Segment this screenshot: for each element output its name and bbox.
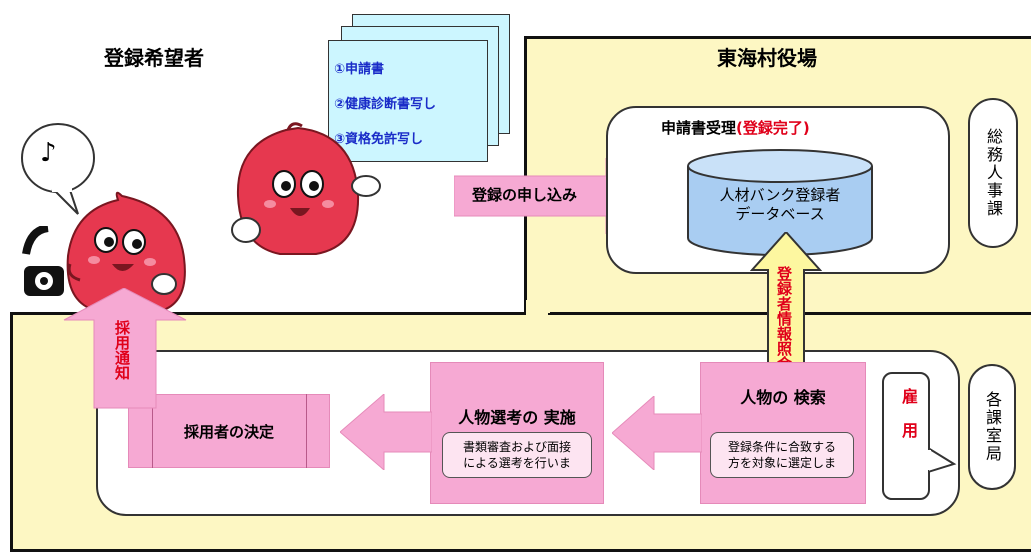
speech-bubble bbox=[21, 123, 95, 215]
database-label-line1: 人材バンク登録者 bbox=[719, 186, 841, 204]
employ-label: 雇用 bbox=[899, 388, 918, 456]
document-item-application: ①申請書 bbox=[334, 62, 385, 77]
database-label-line2: データベース bbox=[735, 205, 825, 223]
decision-step bbox=[128, 394, 330, 468]
village-title: 東海村役場 bbox=[717, 46, 817, 70]
panel-join bbox=[526, 300, 550, 330]
selection-description: 書類審査および面接 による選考を行いま bbox=[442, 432, 592, 478]
reception-status: (登録完了) bbox=[736, 119, 810, 137]
music-note-icon: ♪ bbox=[40, 138, 57, 168]
applicant-title: 登録希望者 bbox=[104, 46, 204, 70]
each-department-oval: 各課室局 bbox=[968, 364, 1016, 490]
hire-notice-arrow bbox=[63, 288, 187, 409]
selection-title: 人物選考の 実施 bbox=[458, 408, 576, 427]
search-to-selection-arrow bbox=[612, 396, 702, 470]
each-department-label: 各課室局 bbox=[983, 391, 1002, 463]
info-query-label: 登録者情報照会 bbox=[775, 266, 793, 371]
search-desc-line2: 方を対象に選定しま bbox=[727, 456, 836, 470]
document-item-license: ③資格免許写し bbox=[334, 132, 424, 147]
selection-desc-line2: による選考を行いま bbox=[463, 456, 571, 470]
sweet-potato-mascot-phone bbox=[66, 191, 186, 312]
search-title: 人物の 検索 bbox=[740, 388, 826, 407]
database-label: 人材バンク登録者 データベース bbox=[686, 186, 874, 224]
decision-title: 採用者の決定 bbox=[183, 422, 274, 441]
reception-title: 申請書受理(登録完了) bbox=[661, 117, 810, 138]
search-desc-line1: 登録条件に合致する bbox=[727, 440, 836, 454]
sweet-potato-mascot-pointing bbox=[231, 122, 381, 255]
general-affairs-label: 総務人事課 bbox=[984, 128, 1003, 218]
reception-label: 申請書受理 bbox=[661, 119, 737, 137]
selection-desc-line1: 書類審査および面接 bbox=[462, 440, 571, 454]
document-item-health: ②健康診断書写し bbox=[334, 97, 437, 112]
search-description: 登録条件に合致する 方を対象に選定しま bbox=[710, 432, 854, 478]
decision-right-fold bbox=[306, 394, 307, 468]
general-affairs-oval: 総務人事課 bbox=[968, 98, 1018, 248]
document-list: ①申請書 ②健康診断書写し ③資格免許写し bbox=[334, 52, 484, 157]
employ-bubble bbox=[882, 372, 930, 500]
employ-bubble-tail bbox=[928, 446, 957, 474]
document-sheet-front bbox=[328, 40, 488, 162]
telephone-icon bbox=[22, 226, 64, 296]
selection-to-decision-arrow bbox=[340, 394, 432, 470]
decision-left-fold bbox=[152, 394, 153, 468]
apply-label: 登録の申し込み bbox=[472, 186, 578, 204]
hire-notice-label: 採用通知 bbox=[113, 320, 131, 380]
